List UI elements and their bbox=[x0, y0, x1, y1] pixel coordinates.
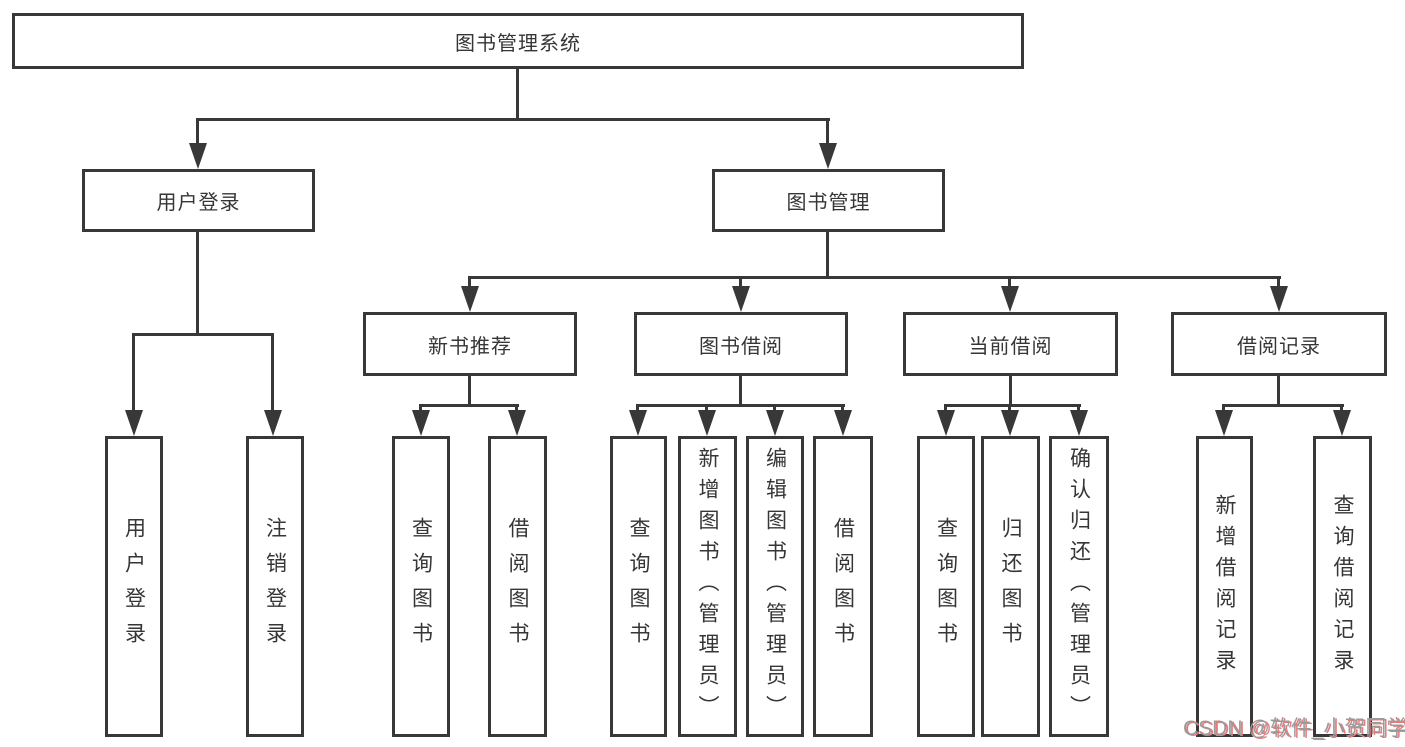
connector-current-down bbox=[1009, 375, 1012, 407]
leaf-cu-return-book: 归还图书 bbox=[981, 436, 1040, 737]
node-new-book-label: 新书推荐 bbox=[428, 335, 512, 358]
connector-records-rail bbox=[1222, 404, 1344, 407]
arrowhead-into-leaf-user-login bbox=[125, 410, 143, 436]
leaf-cu-confirm-return-admin: 确认归还（管理员） bbox=[1049, 436, 1109, 737]
connector-records-stem bbox=[1277, 276, 1280, 288]
connector-newbook-down bbox=[468, 375, 471, 407]
leaf-nb-borrow-book: 借阅图书 bbox=[488, 436, 547, 737]
connector-cu-leaf1-stem bbox=[944, 404, 947, 414]
connector-nb-leaf1-stem bbox=[419, 404, 422, 414]
leaf-bw-edit-book-admin: 编辑图书（管理员） bbox=[746, 436, 804, 737]
connector-bw-leaf1-stem bbox=[636, 404, 639, 414]
arrowhead-into-book-manage bbox=[819, 143, 837, 169]
connector-rc-leaf2-stem bbox=[1340, 404, 1343, 414]
node-borrow-records: 借阅记录 bbox=[1171, 312, 1387, 376]
connector-login-stem bbox=[196, 118, 199, 150]
node-root: 图书管理系统 bbox=[12, 13, 1024, 69]
leaf-rc-add-record: 新增借阅记录 bbox=[1196, 436, 1253, 737]
leaf-user-login-label: 用户登录 bbox=[122, 516, 146, 657]
leaf-cu-query-book: 查询图书 bbox=[917, 436, 975, 737]
connector-rc-leaf1-stem bbox=[1222, 404, 1225, 414]
node-book-manage-label: 图书管理 bbox=[786, 192, 871, 214]
leaf-rc-add-record-label: 新增借阅记录 bbox=[1213, 493, 1236, 680]
connector-login-leaf2-stem bbox=[271, 333, 274, 413]
connector-newbook-rail bbox=[419, 404, 519, 407]
arrowhead-into-borrow-records bbox=[1270, 286, 1288, 312]
arrowhead-into-current-borrow bbox=[1001, 286, 1019, 312]
arrowhead-into-leaf-bw-add bbox=[698, 410, 716, 436]
connector-borrow-rail bbox=[636, 404, 845, 407]
node-root-label: 图书管理系统 bbox=[455, 32, 581, 55]
connector-borrow-down bbox=[739, 375, 742, 407]
node-current-borrow-label: 当前借阅 bbox=[968, 335, 1053, 358]
connector-cu-leaf2-stem bbox=[1008, 404, 1011, 414]
leaf-cu-query-book-label: 查询图书 bbox=[934, 516, 958, 657]
connector-manage-stem bbox=[826, 118, 829, 150]
connector-nb-leaf2-stem bbox=[515, 404, 518, 414]
node-current-borrow: 当前借阅 bbox=[903, 312, 1118, 376]
arrowhead-into-leaf-rc-query bbox=[1333, 410, 1351, 436]
leaf-logout-label: 注销登录 bbox=[263, 516, 287, 657]
arrowhead-into-leaf-bw-borrow bbox=[834, 410, 852, 436]
leaf-bw-borrow-book-label: 借阅图书 bbox=[831, 516, 855, 657]
leaf-bw-add-book-admin: 新增图书（管理员） bbox=[678, 436, 737, 737]
connector-records-down bbox=[1277, 375, 1280, 407]
connector-current-rail bbox=[944, 404, 1081, 407]
arrowhead-into-leaf-rc-add bbox=[1215, 410, 1233, 436]
arrowhead-into-book-borrow bbox=[732, 286, 750, 312]
leaf-bw-query-book: 查询图书 bbox=[610, 436, 667, 737]
arrowhead-into-leaf-nb-query bbox=[412, 410, 430, 436]
connector-root-stem bbox=[516, 68, 519, 120]
leaf-bw-edit-book-admin-label: 编辑图书（管理员） bbox=[763, 447, 787, 726]
leaf-user-login: 用户登录 bbox=[105, 436, 163, 737]
leaf-bw-add-book-admin-label: 新增图书（管理员） bbox=[696, 447, 719, 726]
node-borrow-records-label: 借阅记录 bbox=[1237, 335, 1321, 358]
leaf-nb-query-book-label: 查询图书 bbox=[409, 516, 433, 657]
connector-level2-rail bbox=[196, 118, 830, 121]
connector-login-down bbox=[196, 231, 199, 336]
connector-newbook-stem bbox=[468, 276, 471, 288]
leaf-nb-query-book: 查询图书 bbox=[392, 436, 450, 737]
connector-manage-down bbox=[826, 231, 829, 279]
connector-bw-leaf4-stem bbox=[841, 404, 844, 414]
connector-cu-leaf3-stem bbox=[1077, 404, 1080, 414]
connector-bw-leaf2-stem bbox=[705, 404, 708, 414]
connector-borrow-stem bbox=[739, 276, 742, 288]
arrowhead-into-leaf-nb-borrow bbox=[508, 410, 526, 436]
connector-level3-rail bbox=[468, 276, 1281, 279]
arrowhead-into-leaf-bw-edit bbox=[766, 410, 784, 436]
connector-current-stem bbox=[1008, 276, 1011, 288]
connector-bw-leaf3-stem bbox=[773, 404, 776, 414]
arrowhead-into-user-login bbox=[189, 143, 207, 169]
node-book-borrow-label: 图书借阅 bbox=[699, 335, 783, 358]
connector-login-rail bbox=[132, 333, 274, 336]
node-book-borrow: 图书借阅 bbox=[634, 312, 848, 376]
leaf-cu-return-book-label: 归还图书 bbox=[999, 516, 1022, 657]
connector-login-leaf1-stem bbox=[132, 333, 135, 413]
arrowhead-into-leaf-cu-query bbox=[937, 410, 955, 436]
leaf-bw-query-book-label: 查询图书 bbox=[627, 516, 650, 657]
node-new-book: 新书推荐 bbox=[363, 312, 577, 376]
leaf-nb-borrow-book-label: 借阅图书 bbox=[506, 516, 529, 657]
leaf-bw-borrow-book: 借阅图书 bbox=[813, 436, 873, 737]
arrowhead-into-leaf-bw-query bbox=[629, 410, 647, 436]
arrowhead-into-leaf-logout bbox=[264, 410, 282, 436]
leaf-cu-confirm-return-admin-label: 确认归还（管理员） bbox=[1067, 447, 1091, 726]
node-book-manage: 图书管理 bbox=[712, 169, 945, 232]
csdn-watermark: CSDN @软件_小贺同学 bbox=[1183, 717, 1405, 740]
node-user-login-label: 用户登录 bbox=[156, 192, 241, 214]
arrowhead-into-leaf-cu-return bbox=[1001, 410, 1019, 436]
arrowhead-into-new-book bbox=[461, 286, 479, 312]
leaf-rc-query-record: 查询借阅记录 bbox=[1313, 436, 1372, 737]
leaf-logout: 注销登录 bbox=[246, 436, 304, 737]
node-user-login: 用户登录 bbox=[82, 169, 315, 232]
leaf-rc-query-record-label: 查询借阅记录 bbox=[1331, 493, 1354, 680]
arrowhead-into-leaf-cu-confirm bbox=[1070, 410, 1088, 436]
